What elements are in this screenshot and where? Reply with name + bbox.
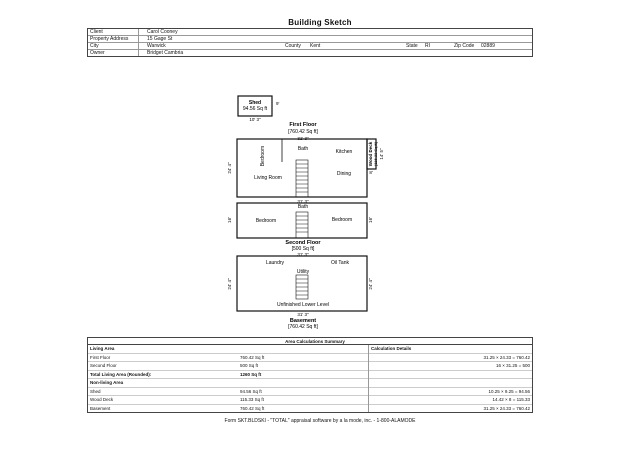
first-floor-bath: Bath — [298, 146, 309, 152]
basement-stairs — [295, 274, 309, 300]
first-floor-living-room: Living Room — [254, 175, 282, 181]
details-title-row: Calculation Details — [369, 345, 532, 354]
address-label: Property Address — [88, 36, 139, 42]
first-floor-dim-left: 24' 4" — [227, 162, 232, 174]
wood-deck-dim-right: 14' 5" — [379, 148, 384, 160]
first-floor-stairs — [295, 159, 309, 198]
first-floor-bedroom: Bedroom — [260, 146, 266, 166]
owner-value: Bridget Cambria — [147, 50, 184, 56]
detail-row — [369, 371, 532, 379]
wood-deck-dim-bottom: 8' — [369, 170, 373, 175]
second-floor-area: [500 Sq ft] — [292, 246, 315, 252]
address-row: Property Address 15 Gage St — [88, 36, 532, 43]
detail-row — [369, 379, 532, 388]
summary-title: Area Calculations Summary — [285, 338, 345, 344]
second-floor-dim-top: 31' 3" — [297, 252, 309, 257]
client-row: Client Carol Cooney — [88, 29, 532, 36]
second-floor-bedroom-left: Bedroom — [256, 218, 276, 224]
shed-label: Shed — [249, 100, 261, 106]
detail-row: 14.42 × 8 = 115.33 — [369, 396, 532, 405]
property-info-table: Client Carol Cooney Property Address 15 … — [87, 28, 533, 57]
second-floor-dim-right: 16' — [368, 217, 373, 223]
summary-details: Calculation Details 31.25 × 24.33 = 760.… — [369, 345, 532, 412]
city-label: City — [88, 43, 139, 49]
shed-outline — [237, 95, 273, 117]
summary-header: Area Calculations Summary — [88, 338, 532, 345]
second-floor-bath: Bath — [298, 204, 309, 210]
summary-row: Non-living Area — [88, 379, 368, 388]
city-value: Warwick — [147, 43, 166, 49]
area-summary-table: Area Calculations Summary Living Area Fi… — [87, 337, 533, 413]
basement-utility: Utility — [297, 269, 310, 275]
summary-row: Total Living Area (Rounded):1260 Sq ft — [88, 371, 368, 379]
wood-deck-outline — [366, 138, 377, 170]
form-footer: Form SKT.BLDSKI - "TOTAL" appraisal soft… — [224, 418, 416, 424]
basement-dim-right: 24' 4" — [368, 278, 373, 290]
county-value: Kent — [310, 43, 321, 49]
detail-row: 10.25 × 9.25 = 94.56 — [369, 388, 532, 396]
detail-row: 31.25 × 24.33 = 760.42 — [369, 354, 532, 362]
city-row: City Warwick County Kent State RI Zip Co… — [88, 43, 532, 50]
second-floor-stairs — [295, 211, 309, 239]
client-label: Client — [88, 29, 139, 35]
basement-unfinished: Unfinished Lower Level — [277, 302, 329, 308]
basement-oil-tank: Oil Tank — [331, 260, 349, 266]
address-value: 15 Gage St — [147, 36, 173, 42]
owner-label: Owner — [88, 50, 139, 56]
basement-dim-bottom: 31' 3" — [297, 312, 309, 317]
summary-row: Living Area — [88, 345, 368, 354]
basement-area: [760.42 Sq ft] — [288, 324, 318, 330]
shed-dim-right: 9' — [276, 101, 280, 106]
basement-title: Basement — [290, 318, 316, 324]
first-floor-kitchen: Kitchen — [336, 149, 353, 155]
second-floor-bedroom-right: Bedroom — [332, 217, 352, 223]
zip-value: 02889 — [481, 43, 495, 49]
detail-row: 16 × 31.25 = 500 — [369, 362, 532, 371]
shed-area: 94.56 Sq ft — [243, 106, 268, 112]
county-label: County — [285, 43, 301, 49]
page-title: Building Sketch — [288, 18, 352, 27]
first-floor-title: First Floor — [289, 122, 317, 128]
second-floor-dim-left: 16' — [227, 217, 232, 223]
wood-deck-label: Wood Deck — [368, 141, 373, 166]
first-floor-area: [760.42 Sq ft] — [288, 129, 318, 135]
first-floor-dining: Dining — [337, 171, 351, 177]
state-value: RI — [425, 43, 430, 49]
wood-deck-area: [115.33 Sq ft] — [373, 142, 378, 166]
basement-outline — [236, 255, 368, 312]
detail-row: 31.25 × 24.33 = 760.42 — [483, 405, 530, 411]
client-value: Carol Cooney — [147, 29, 178, 35]
owner-row: Owner Bridget Cambria — [88, 50, 532, 56]
basement-laundry: Laundry — [266, 260, 285, 266]
basement-dim-left: 24' 4" — [227, 278, 232, 290]
first-floor-dim-bottom: 31' 3" — [297, 199, 309, 204]
state-label: State — [406, 43, 418, 49]
zip-label: Zip Code — [454, 43, 475, 49]
second-floor-title: Second Floor — [285, 240, 321, 246]
shed-dim-bottom: 10' 3" — [249, 117, 261, 122]
